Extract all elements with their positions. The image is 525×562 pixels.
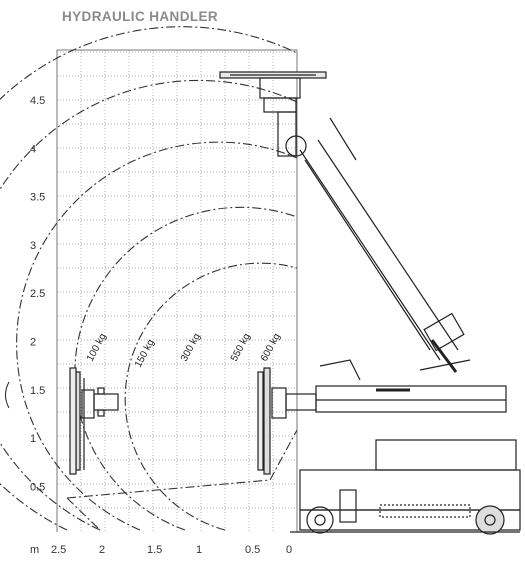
y-tick-label: 0.5 xyxy=(30,481,45,493)
x-axis-unit: m xyxy=(30,544,39,556)
capacity-curve-550 xyxy=(74,206,298,531)
capacity-curve-100 xyxy=(0,26,298,531)
capacity-curve-150 xyxy=(0,79,298,531)
x-axis-ticks: 2.5 2 1.5 1 0.5 0 xyxy=(51,544,292,556)
grid xyxy=(56,49,298,532)
x-tick-label: 1 xyxy=(196,544,202,556)
gripper-top xyxy=(219,71,357,161)
capacity-curves xyxy=(0,26,298,531)
y-tick-label: 3 xyxy=(30,240,36,252)
gripper-left xyxy=(69,367,119,475)
x-tick-label: 0.5 xyxy=(245,544,260,556)
y-axis-ticks: 4.5 4 3.5 3 2.5 2 1.5 1 0.5 xyxy=(30,95,45,493)
reach-envelope xyxy=(66,429,298,531)
machine-body xyxy=(290,359,521,535)
y-tick-label: 3.5 xyxy=(30,192,45,204)
capacity-curve-300 xyxy=(16,141,298,531)
y-tick-label: 4.5 xyxy=(30,95,45,107)
grid-frame xyxy=(56,49,298,532)
capacity-label: 600 kg xyxy=(259,332,283,364)
x-tick-label: 1.5 xyxy=(147,544,162,556)
y-tick-label: 2 xyxy=(30,337,36,349)
capacity-curve-600 xyxy=(124,262,298,531)
y-tick-label: 1.5 xyxy=(30,385,45,397)
x-tick-label: 2 xyxy=(99,544,105,556)
capacity-label: 300 kg xyxy=(179,332,203,364)
edge-fragment xyxy=(5,381,10,409)
y-tick-label: 4 xyxy=(30,143,36,155)
y-tick-label: 2.5 xyxy=(30,288,45,300)
x-tick-label: 0 xyxy=(286,544,292,556)
y-tick-label: 1 xyxy=(30,433,36,445)
diagram-title: HYDRAULIC HANDLER xyxy=(62,9,219,24)
boom-raised xyxy=(299,139,471,373)
gripper-center xyxy=(257,367,317,475)
x-tick-label: 2.5 xyxy=(51,544,66,556)
